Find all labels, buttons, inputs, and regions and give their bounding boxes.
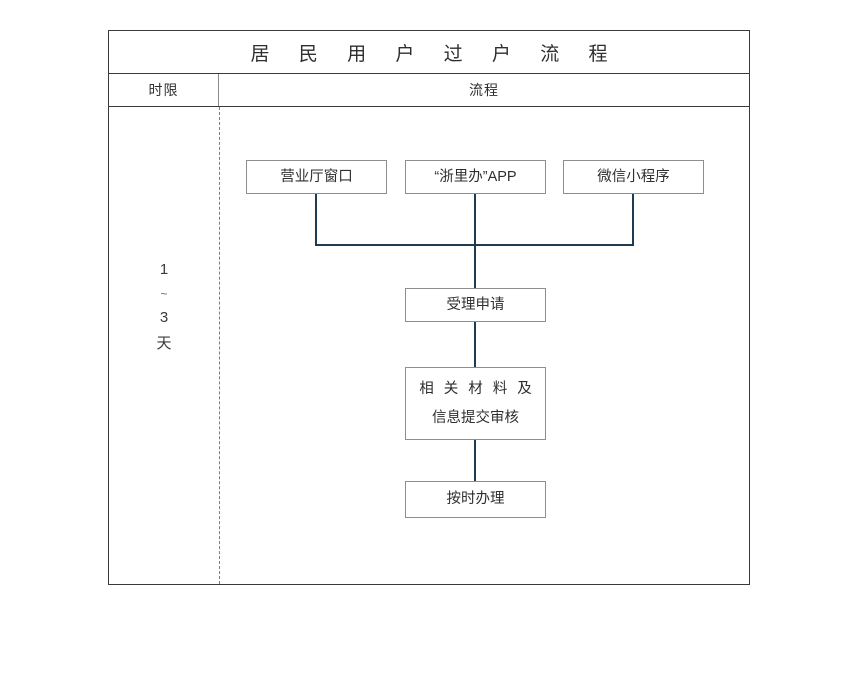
column-divider-dashed (219, 107, 220, 584)
node-label: 微信小程序 (597, 168, 670, 185)
header-cell-flow: 流程 (219, 74, 749, 106)
flowchart-table: 居 民 用 户 过 户 流 程 时限 流程 1 ~ 3 天 营业厅窗口 “浙里办… (108, 30, 750, 585)
duration-column: 1 ~ 3 天 (109, 107, 219, 584)
duration-unit: 天 (156, 335, 172, 352)
table-header-row: 时限 流程 (109, 74, 749, 107)
connector-to-process (474, 440, 476, 481)
connector-miniprogram-drop (632, 194, 634, 245)
node-label: “浙里办”APP (434, 168, 517, 185)
node-label: 按时办理 (446, 491, 505, 507)
node-submit-materials-review[interactable]: 相 关 材 料 及 信息提交审核 (405, 367, 546, 440)
node-zhejiang-app[interactable]: “浙里办”APP (405, 160, 546, 194)
connector-merge-bus (315, 244, 634, 246)
node-process-on-time[interactable]: 按时办理 (405, 481, 546, 518)
node-label: 营业厅窗口 (280, 168, 353, 185)
node-label-line1: 相 关 材 料 及 (419, 380, 535, 397)
connector-to-accept (474, 245, 476, 288)
node-service-hall-window[interactable]: 营业厅窗口 (246, 160, 387, 194)
node-accept-application[interactable]: 受理申请 (405, 288, 546, 322)
node-label: 受理申请 (446, 296, 505, 313)
duration-from: 1 (159, 261, 169, 278)
duration-separator: ~ (160, 287, 168, 301)
connector-to-review (474, 322, 476, 367)
title-row: 居 民 用 户 过 户 流 程 (109, 31, 749, 74)
header-label-flow: 流程 (469, 82, 499, 98)
node-label-line2: 信息提交审核 (432, 409, 519, 426)
connector-app-drop (474, 194, 476, 245)
node-wechat-miniprogram[interactable]: 微信小程序 (563, 160, 704, 194)
flow-diagram: 营业厅窗口 “浙里办”APP 微信小程序 受理申请 相 关 材 料 及 信息提交… (219, 107, 749, 584)
header-cell-duration: 时限 (109, 74, 219, 106)
connector-window-drop (315, 194, 317, 245)
page-title: 居 民 用 户 过 户 流 程 (250, 43, 620, 65)
header-label-duration: 时限 (148, 82, 179, 98)
duration-to: 3 (159, 309, 169, 326)
